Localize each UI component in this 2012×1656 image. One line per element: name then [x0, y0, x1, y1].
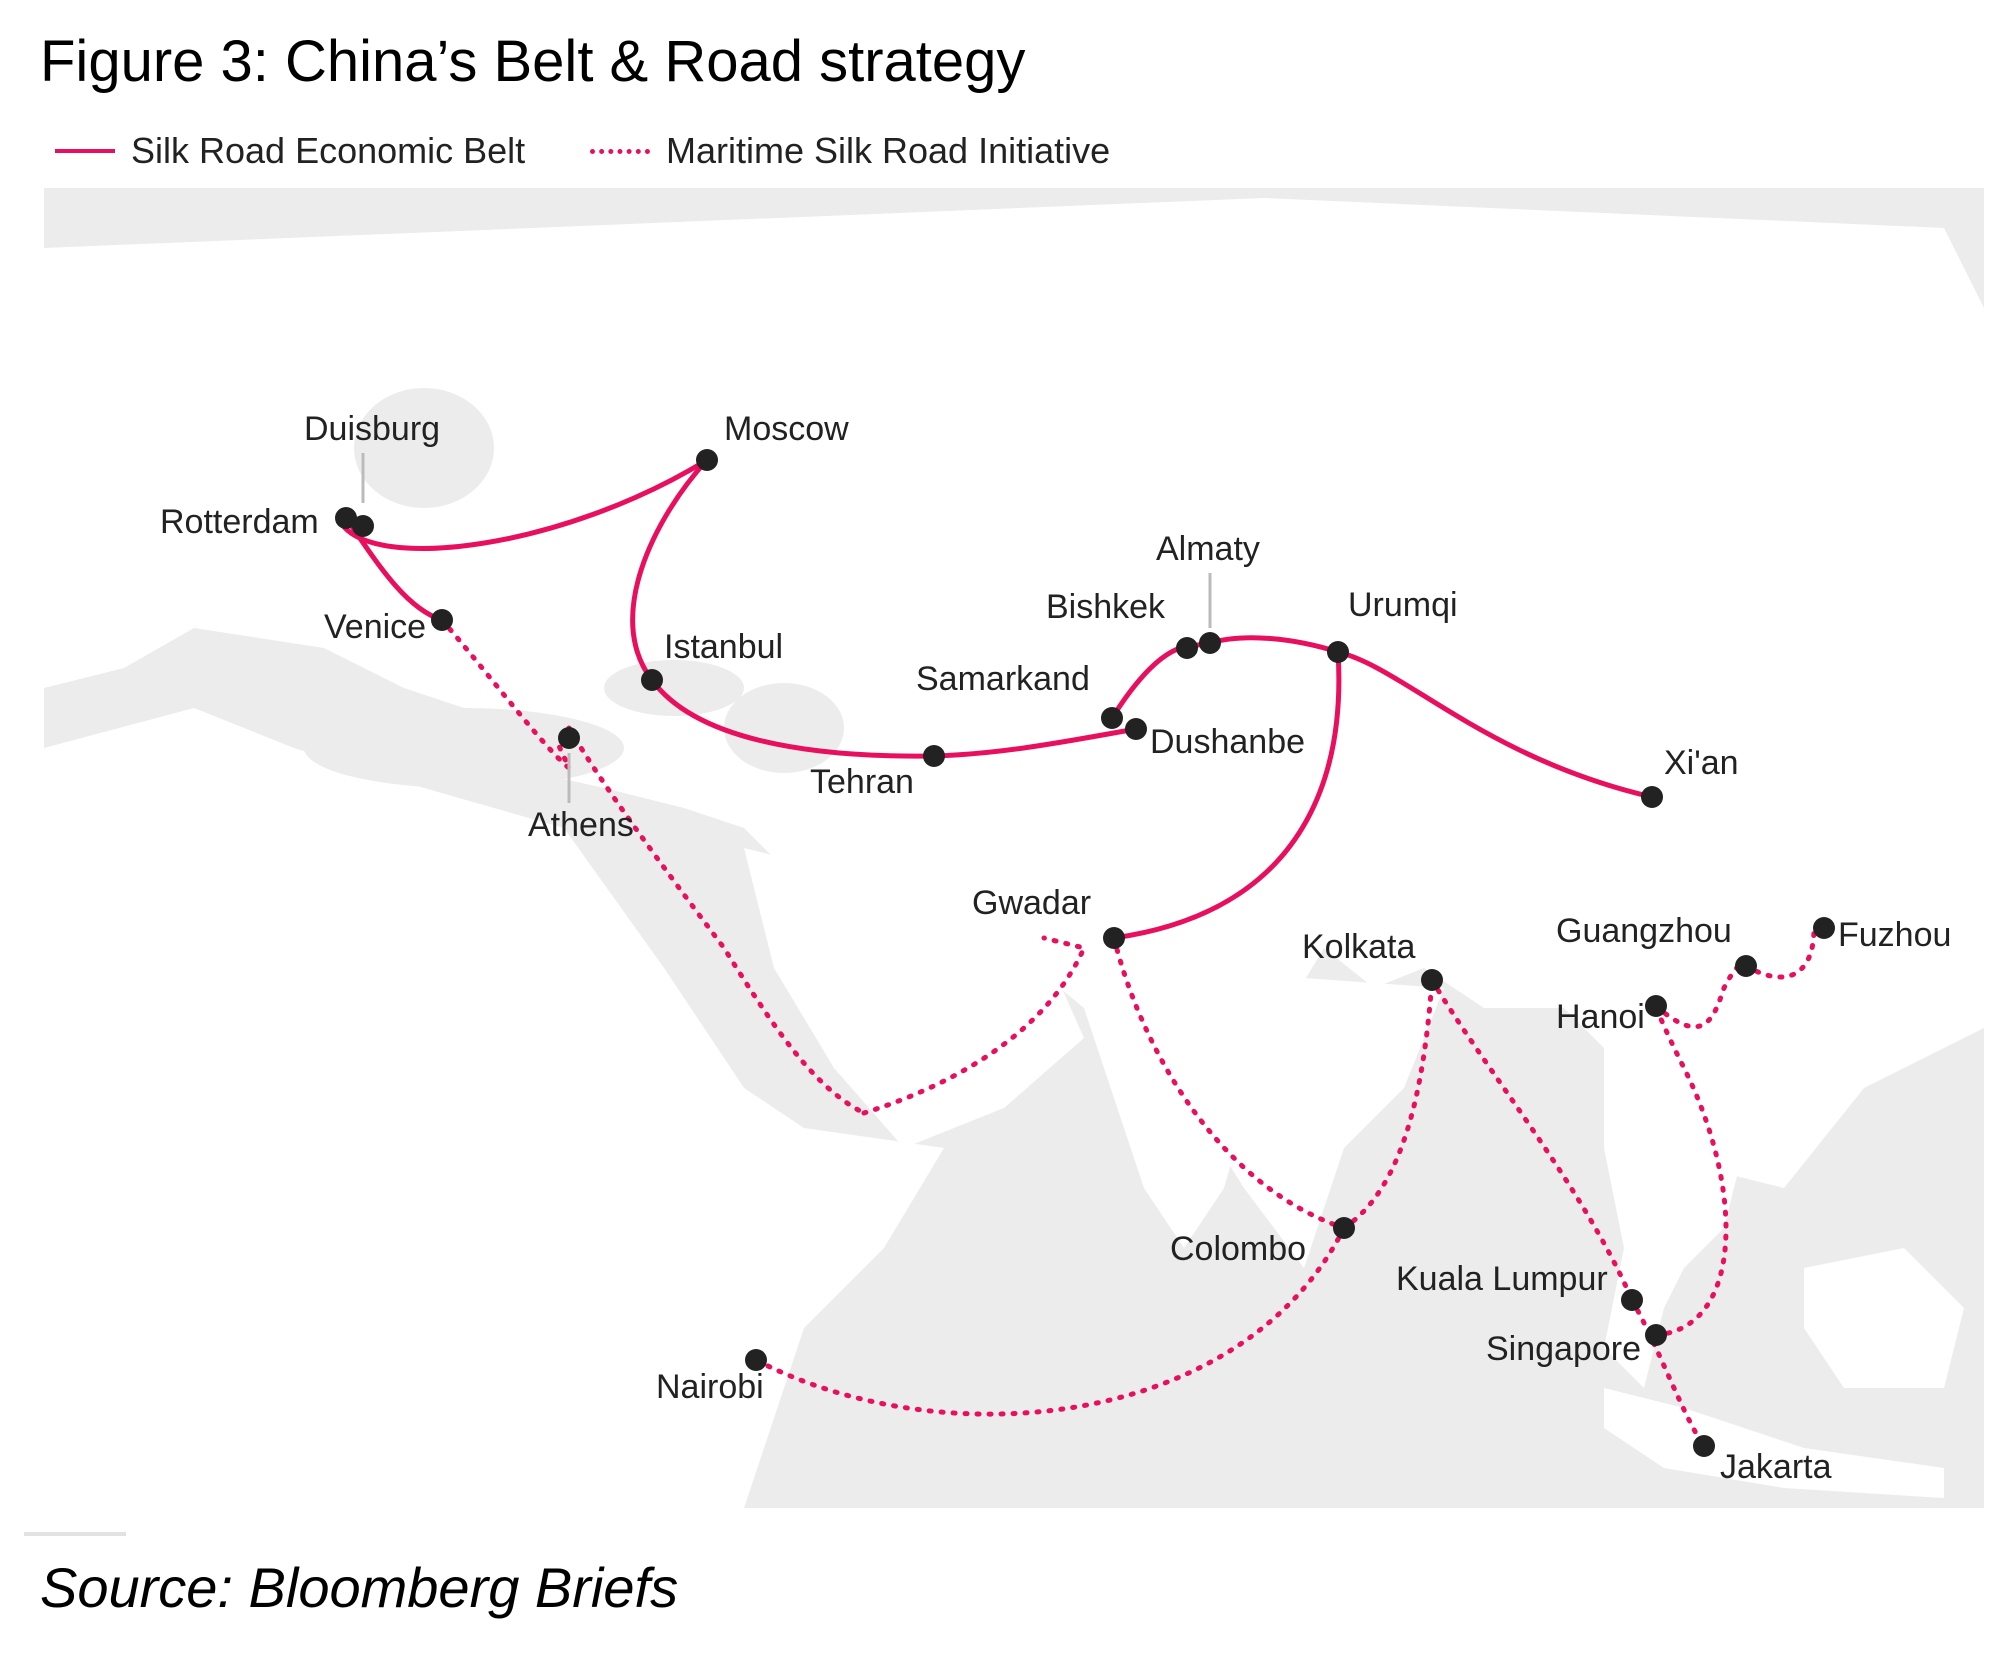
city-dot-kuala-lumpur — [1621, 1289, 1643, 1311]
india-landmass — [1144, 948, 1444, 1268]
mediterranean-sea — [304, 708, 624, 788]
city-label-dushanbe: Dushanbe — [1150, 723, 1305, 761]
eurasia-landmass — [44, 198, 1984, 1248]
maritime-route-colombo-nairobi — [753, 1225, 1347, 1417]
maritime-route-gwadar-colombo — [1111, 935, 1347, 1231]
black-sea — [604, 660, 744, 716]
city-dot-duisburg — [352, 515, 374, 537]
city-dot-istanbul — [641, 669, 663, 691]
city-dot-gwadar — [1103, 927, 1125, 949]
city-label-fuzhou: Fuzhou — [1838, 916, 1951, 954]
city-label-kolkata: Kolkata — [1302, 928, 1415, 966]
city-label-kuala-lumpur: Kuala Lumpur — [1396, 1260, 1608, 1298]
city-label-bishkek: Bishkek — [1046, 588, 1166, 626]
city-dot-bishkek — [1176, 637, 1198, 659]
dotted-line-swatch — [590, 148, 650, 154]
city-label-jakarta: Jakarta — [1720, 1448, 1832, 1486]
footer-divider — [24, 1532, 126, 1536]
legend-item-silk-road-belt: Silk Road Economic Belt — [55, 130, 525, 172]
city-dot-urumqi — [1327, 641, 1349, 663]
label-leader-lines — [361, 453, 1212, 803]
city-label-samarkand: Samarkand — [916, 660, 1090, 698]
city-label-gwadar: Gwadar — [972, 884, 1091, 922]
city-dot-kolkata — [1421, 969, 1443, 991]
legend-label-belt: Silk Road Economic Belt — [131, 130, 526, 171]
city-label-hanoi: Hanoi — [1556, 998, 1645, 1036]
city-label-nairobi: Nairobi — [656, 1368, 764, 1406]
legend-item-maritime-road: Maritime Silk Road Initiative — [590, 130, 1110, 172]
africa-landmass — [44, 708, 944, 1508]
figure-title: Figure 3: China’s Belt & Road strategy — [40, 29, 1026, 94]
maritime-route-guangzhou-fuzhou — [1743, 925, 1817, 980]
city-dot-moscow — [696, 449, 718, 471]
city-dot-xian — [1641, 786, 1663, 808]
city-dot-venice — [431, 609, 453, 631]
city-label-duisburg: Duisburg — [304, 410, 440, 448]
city-label-xian: Xi'an — [1664, 744, 1739, 782]
baltic-sea — [354, 388, 494, 508]
city-label-istanbul: Istanbul — [664, 628, 783, 666]
city-dot-samarkand — [1101, 707, 1123, 729]
city-dot-hanoi — [1645, 995, 1667, 1017]
belt-route-urumqi-gwadar — [1111, 649, 1342, 941]
belt-route-urumqi-xian — [1335, 649, 1655, 800]
city-dot-jakarta — [1693, 1435, 1715, 1457]
solid-line-swatch — [55, 149, 115, 153]
city-label-venice: Venice — [324, 608, 426, 646]
maritime-route-colombo-kolkata — [1341, 977, 1435, 1231]
city-label-guangzhou: Guangzhou — [1556, 912, 1732, 950]
city-dot-rotterdam — [335, 507, 357, 529]
maritime-silk-road-routes — [439, 617, 1817, 1449]
maritime-route-hanoi-guangzhou — [1653, 960, 1749, 1030]
city-dot-dushanbe — [1125, 718, 1147, 740]
city-dot-tehran — [923, 745, 945, 767]
borneo-landmass — [1804, 1248, 1964, 1388]
belt-route-moscow-istanbul — [630, 457, 710, 683]
city-labels: Duisburg Rotterdam Moscow Venice Istanbu… — [160, 410, 1951, 1486]
arabia-landmass — [744, 848, 1084, 1148]
source-note: Source: Bloomberg Briefs — [40, 1556, 679, 1619]
city-label-singapore: Singapore — [1486, 1330, 1641, 1368]
maritime-route-kolkata-kualalumpur — [1429, 977, 1635, 1303]
map-panel: Duisburg Rotterdam Moscow Venice Istanbu… — [44, 188, 1984, 1508]
maritime-route-singapore-hanoi — [1653, 1003, 1729, 1338]
city-dot-almaty — [1199, 632, 1221, 654]
city-dot-nairobi — [745, 1349, 767, 1371]
city-dot-athens — [558, 727, 580, 749]
city-label-almaty: Almaty — [1156, 530, 1260, 568]
city-label-athens: Athens — [528, 806, 634, 844]
city-markers — [335, 449, 1835, 1457]
belt-route-almaty-urumqi — [1207, 635, 1341, 655]
indonesia-landmass — [1604, 1388, 1944, 1498]
city-dot-colombo — [1333, 1217, 1355, 1239]
city-dot-fuzhou — [1813, 917, 1835, 939]
maritime-route-redsea-gwadar — [861, 935, 1088, 1116]
city-dot-guangzhou — [1735, 955, 1757, 977]
caspian-sea — [724, 683, 844, 773]
maritime-route-venice-athens — [439, 617, 572, 770]
city-label-moscow: Moscow — [724, 410, 849, 448]
city-label-tehran: Tehran — [810, 763, 914, 801]
city-label-colombo: Colombo — [1170, 1230, 1306, 1268]
legend-label-maritime: Maritime Silk Road Initiative — [666, 130, 1111, 171]
city-label-rotterdam: Rotterdam — [160, 503, 319, 541]
city-dot-singapore — [1645, 1324, 1667, 1346]
land-masses — [44, 198, 1984, 1508]
city-label-urumqi: Urumqi — [1348, 586, 1458, 624]
route-map: Duisburg Rotterdam Moscow Venice Istanbu… — [44, 188, 1984, 1508]
